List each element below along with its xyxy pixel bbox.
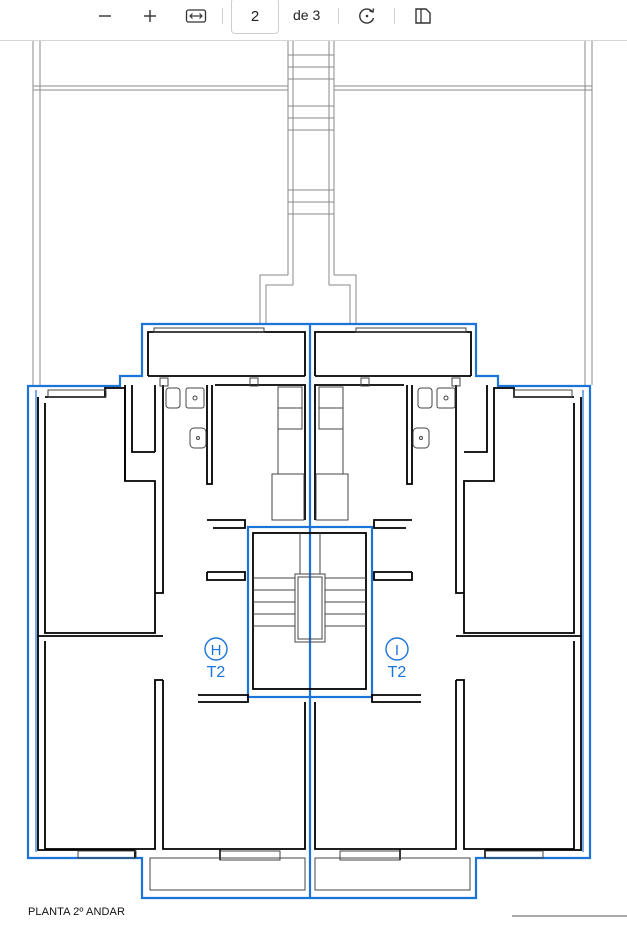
unit-type-h: T2: [207, 664, 226, 681]
unit-type-i: T2: [388, 664, 407, 681]
plus-icon: [144, 10, 156, 22]
page-view-icon: [415, 8, 431, 24]
minus-icon: [99, 15, 111, 17]
unit-letter-h: H: [211, 642, 222, 659]
document-page: H T2 I T2: [0, 41, 627, 925]
toolbar-separator: [338, 8, 339, 24]
unit-letter-i: I: [395, 642, 399, 659]
page-view-button[interactable]: [408, 4, 438, 28]
page-total-label: de 3: [293, 7, 321, 23]
unit-marker-h: H T2: [204, 637, 228, 681]
fit-width-button[interactable]: [181, 4, 211, 28]
toolbar-separator: [394, 8, 395, 24]
rotate-button[interactable]: [352, 4, 382, 28]
zoom-in-button[interactable]: [135, 4, 165, 28]
toolbar-separator: [222, 8, 223, 24]
fit-width-icon: [185, 9, 207, 23]
floor-plan: H T2 I T2: [26, 41, 627, 917]
pdf-toolbar: de 3: [0, 0, 627, 41]
floor-caption: PLANTA 2º ANDAR: [28, 906, 126, 918]
zoom-out-button[interactable]: [90, 4, 120, 28]
rotate-icon: [359, 8, 375, 24]
unit-marker-i: I T2: [385, 637, 409, 681]
page-number-input[interactable]: [231, 0, 279, 34]
